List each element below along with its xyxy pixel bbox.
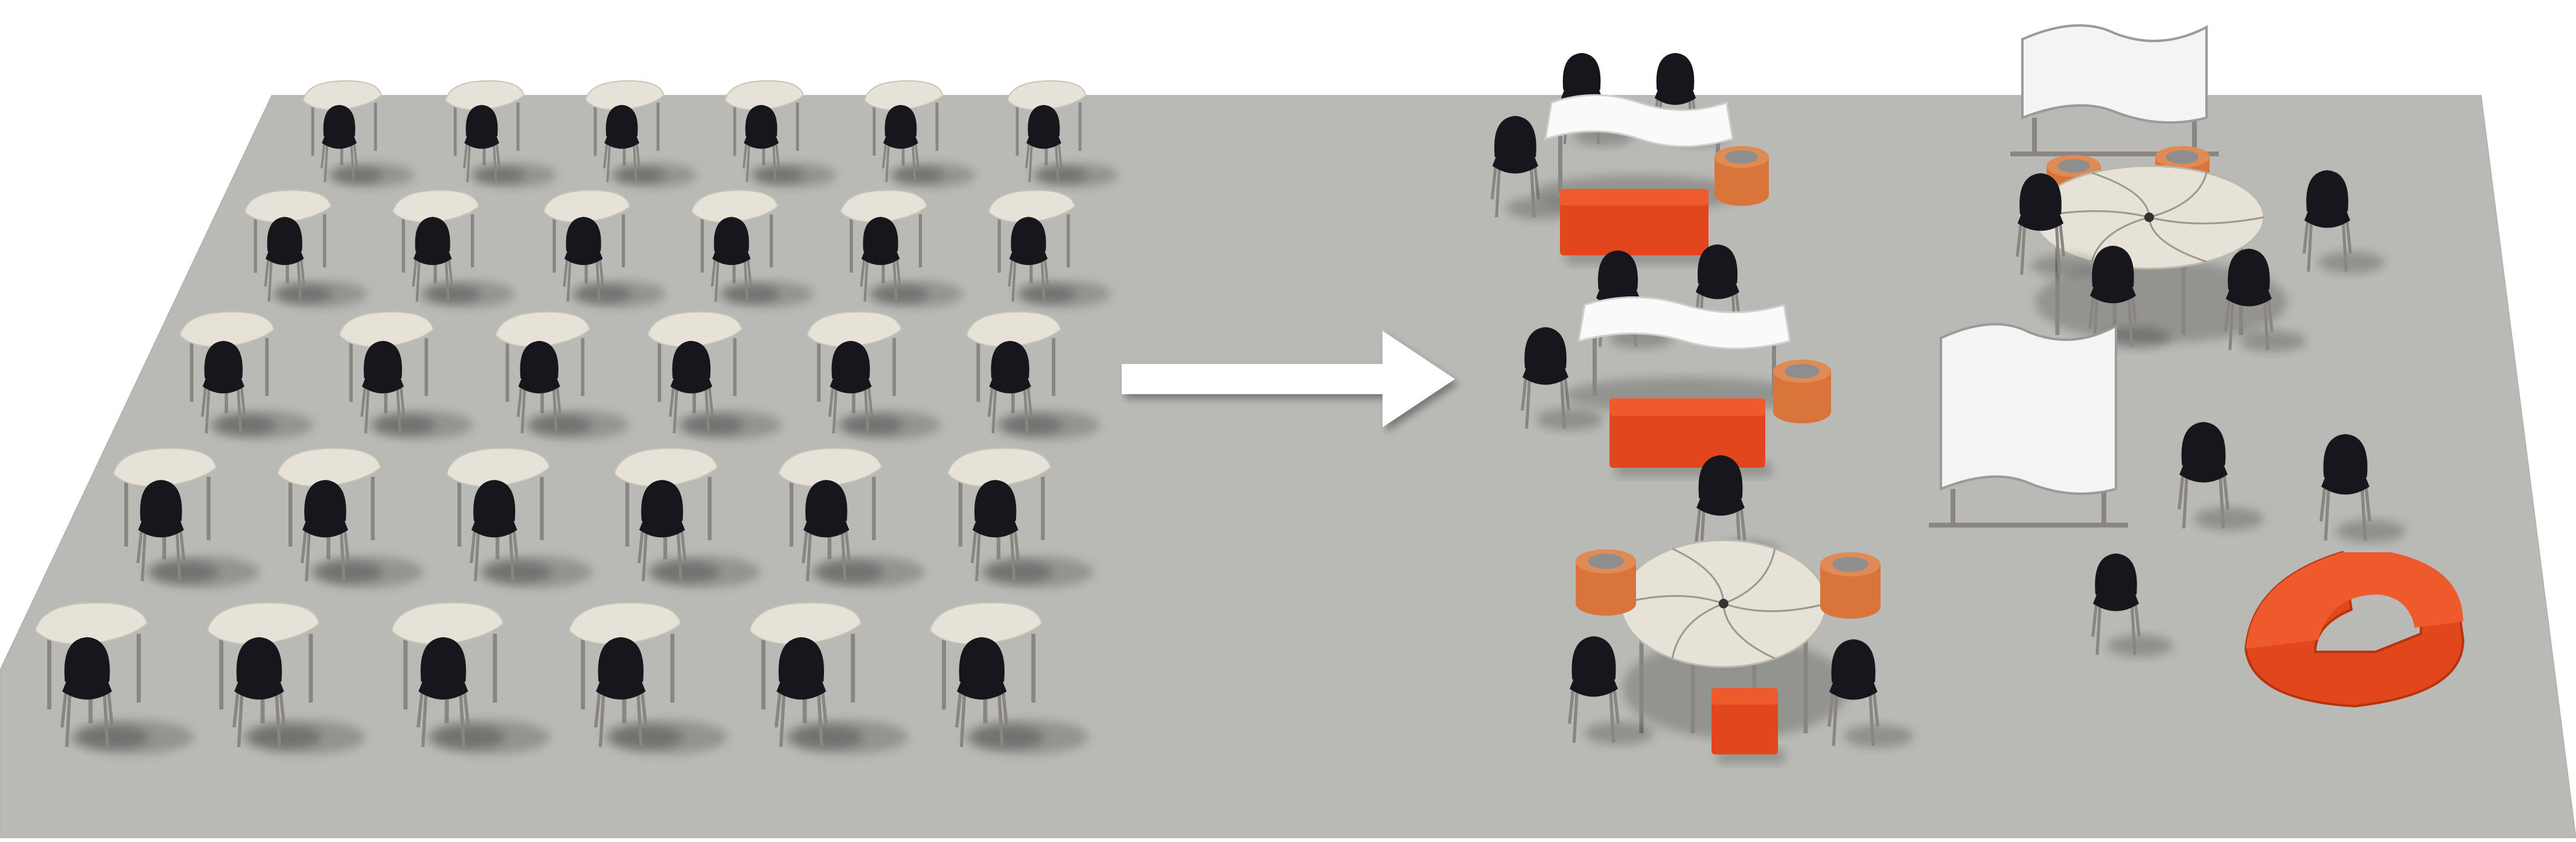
student-desk — [446, 447, 593, 588]
student-desk — [947, 447, 1094, 588]
student-desk — [34, 602, 194, 754]
chair — [360, 340, 435, 435]
mobile-whiteboard — [1929, 323, 2128, 528]
student-desk — [863, 80, 976, 187]
chair — [2091, 553, 2173, 657]
student-desk — [495, 311, 629, 439]
chair — [1568, 636, 1654, 745]
chair — [2319, 434, 2406, 543]
student-desk — [724, 80, 836, 187]
chair — [668, 340, 744, 435]
student-desk — [778, 447, 925, 588]
orange-stool — [1715, 146, 1769, 206]
orange-arc-seating — [2244, 550, 2465, 708]
chair — [801, 480, 884, 583]
student-desk — [929, 602, 1088, 754]
mobile-whiteboard — [2010, 24, 2219, 156]
student-desk — [206, 602, 366, 754]
chair — [2178, 422, 2264, 531]
orange-bench — [1711, 688, 1784, 764]
chair — [320, 104, 383, 183]
student-desk — [568, 602, 727, 754]
chair — [2224, 249, 2306, 352]
chair — [970, 480, 1053, 583]
orange-stool — [1773, 359, 1831, 424]
chair — [516, 340, 592, 435]
chair — [264, 217, 333, 304]
student-desk — [339, 311, 473, 439]
orange-bench — [1560, 189, 1715, 264]
chair — [462, 104, 526, 183]
student-desk — [613, 447, 761, 588]
chair — [1827, 639, 1914, 748]
student-desk — [966, 311, 1100, 439]
chair — [1491, 116, 1573, 219]
chair — [232, 637, 322, 749]
orange-stool — [1576, 549, 1636, 616]
chair — [860, 217, 929, 304]
chair — [594, 637, 683, 749]
student-desk — [391, 602, 551, 754]
chair — [300, 480, 383, 583]
chair — [412, 217, 481, 304]
orange-bench — [1609, 398, 1771, 477]
student-desk — [112, 447, 260, 588]
chair — [136, 480, 219, 583]
chair — [828, 340, 903, 435]
chair — [955, 637, 1044, 749]
student-desk — [807, 311, 941, 439]
chair — [1024, 104, 1088, 183]
chair — [775, 637, 864, 749]
chair — [2016, 173, 2098, 276]
chair — [742, 104, 805, 183]
student-desk — [749, 602, 908, 754]
student-desk — [988, 190, 1111, 307]
student-desk — [276, 447, 424, 588]
chair — [469, 480, 552, 583]
round-table — [1620, 539, 1849, 739]
chair — [417, 637, 506, 749]
chair — [2303, 170, 2385, 273]
chair — [987, 340, 1063, 435]
traditional-row-layout — [34, 80, 1119, 754]
chair — [881, 104, 945, 183]
orange-stool — [1820, 552, 1881, 619]
chair — [602, 104, 666, 183]
chair — [2088, 246, 2170, 349]
student-desk — [647, 311, 781, 439]
student-desk — [392, 190, 515, 307]
chair — [1008, 217, 1077, 304]
student-desk — [302, 80, 414, 187]
student-desk — [1006, 80, 1119, 187]
chair — [60, 637, 150, 749]
chair — [200, 340, 276, 435]
student-desk — [179, 311, 313, 439]
student-desk — [543, 190, 666, 307]
student-desk — [444, 80, 557, 187]
student-desk — [840, 190, 964, 307]
chair — [563, 217, 632, 304]
chair — [1521, 327, 1603, 430]
student-desk — [244, 190, 367, 307]
chair — [711, 217, 780, 304]
right-arrow-icon — [1122, 331, 1455, 427]
collaborative-layout — [1491, 24, 2465, 764]
student-desk — [584, 80, 697, 187]
chair — [637, 480, 720, 583]
student-desk — [691, 190, 814, 307]
